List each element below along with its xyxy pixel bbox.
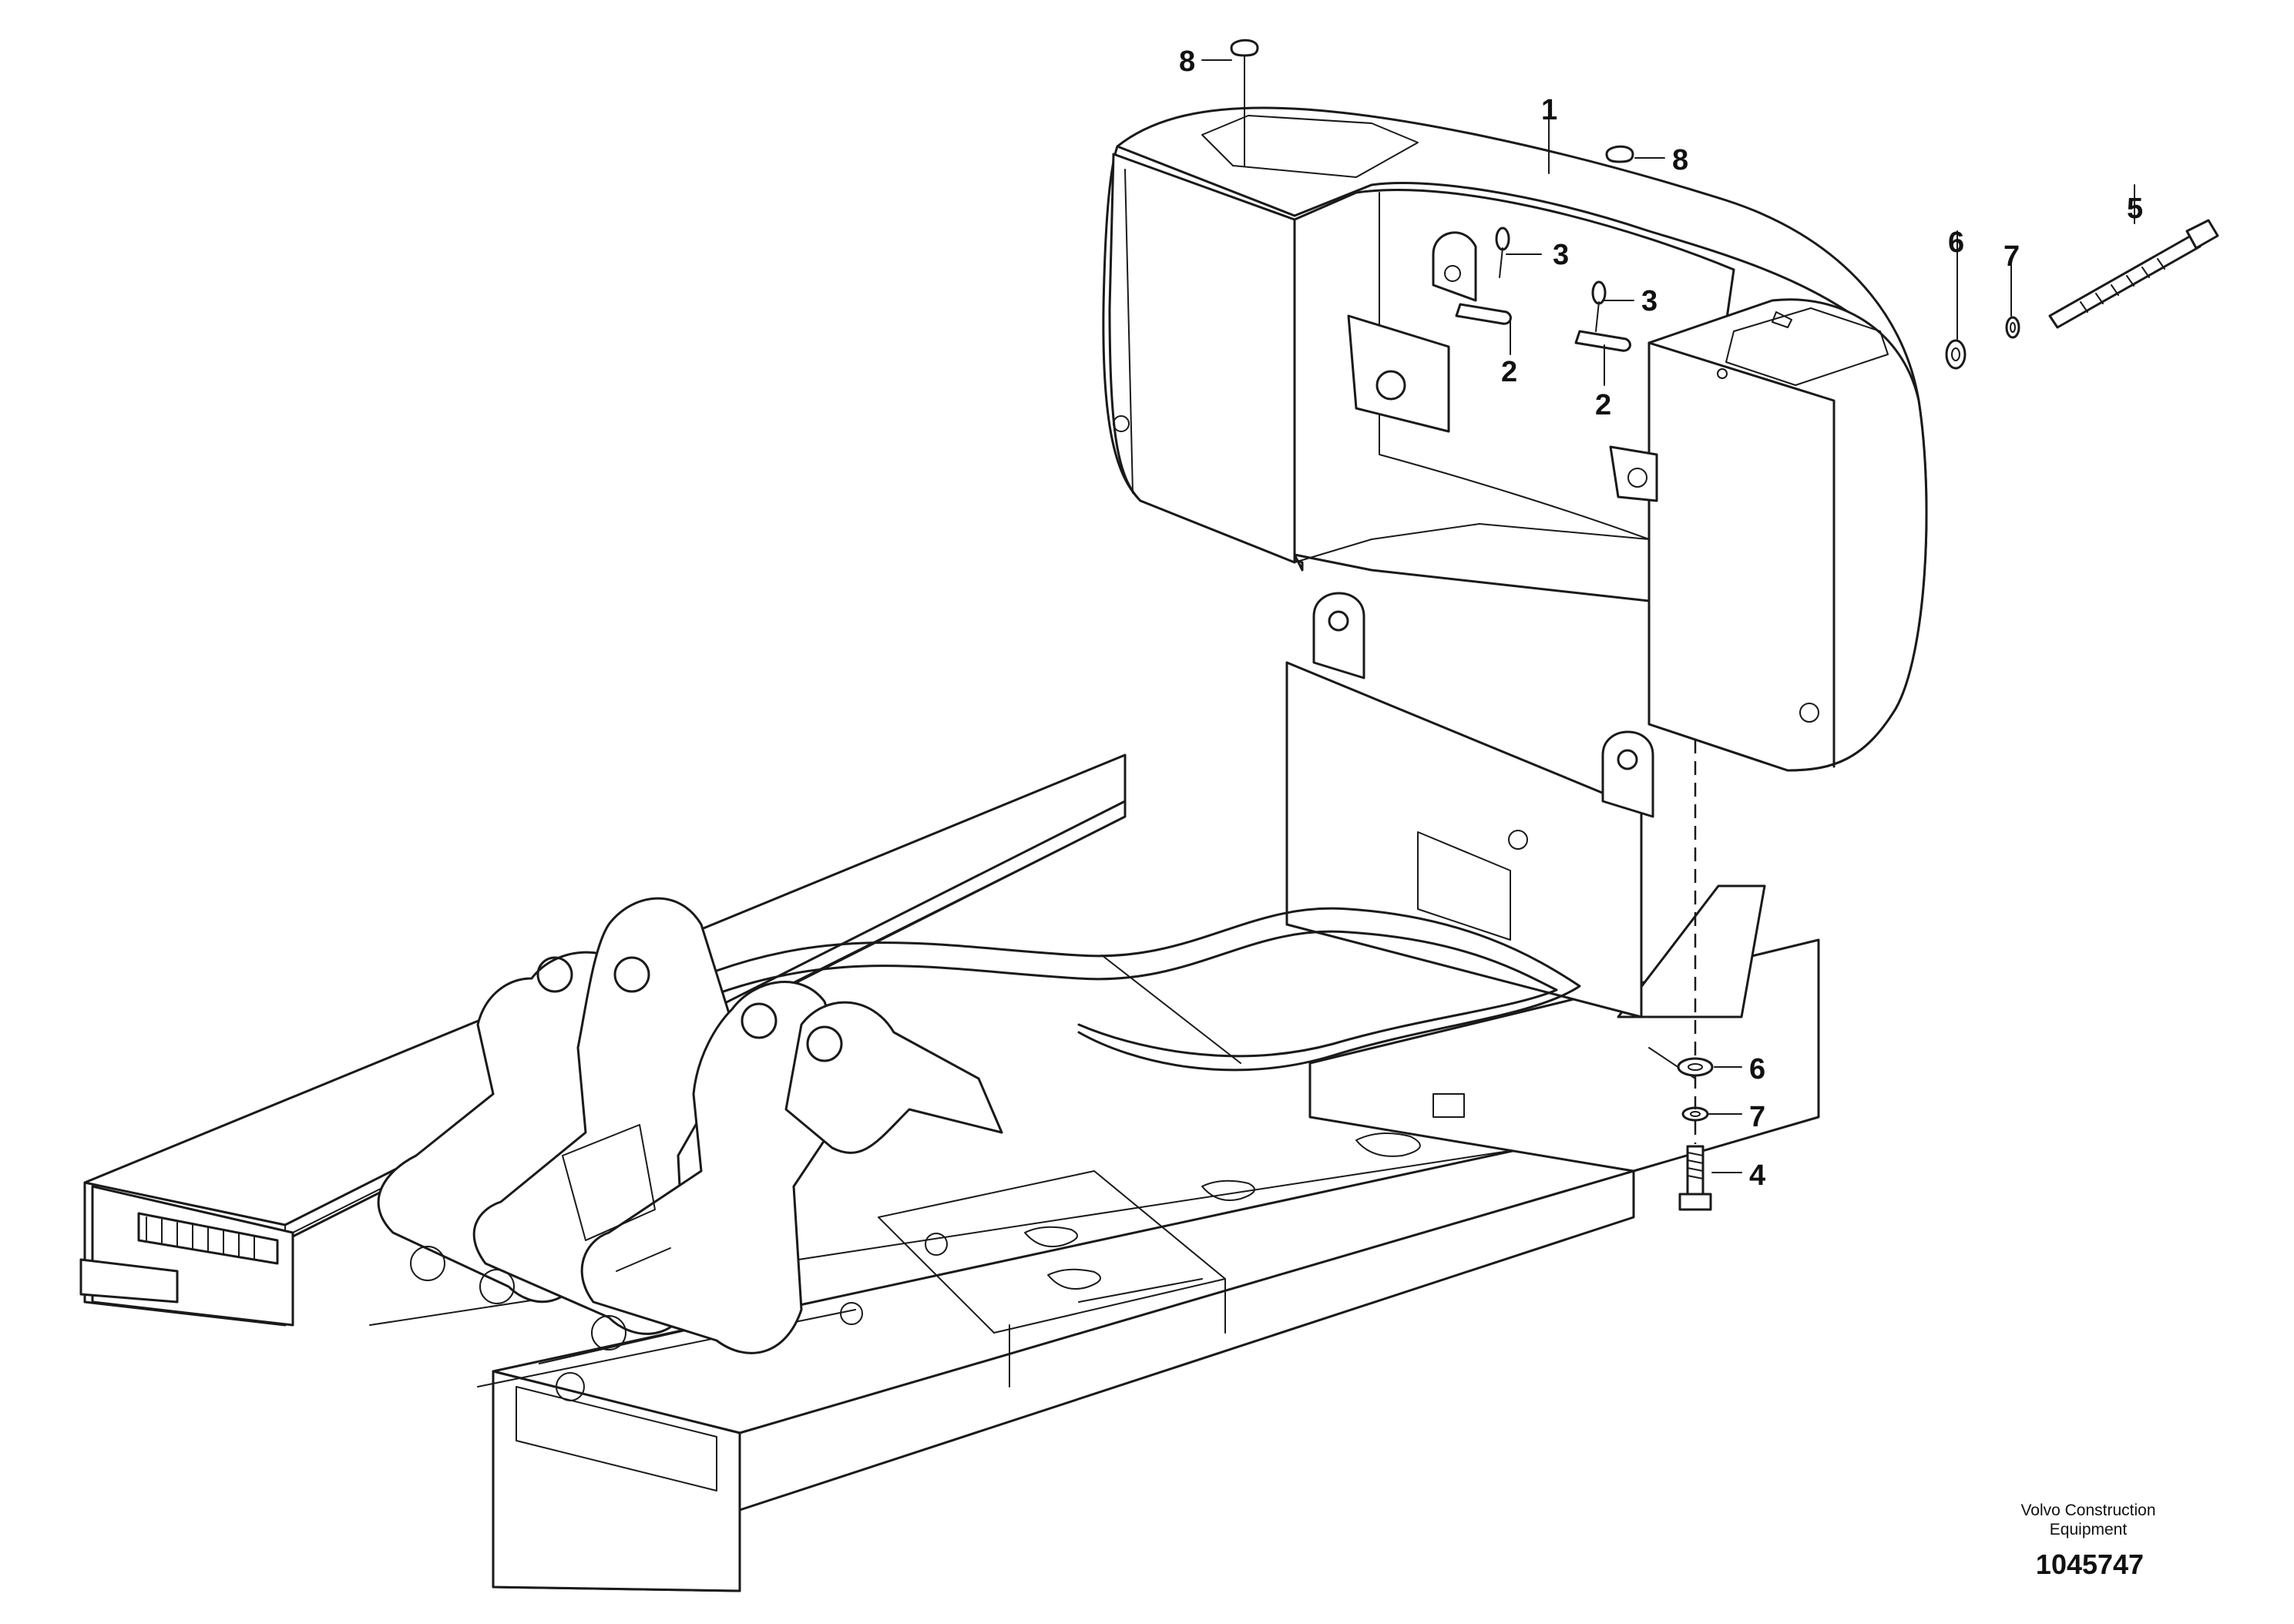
pin-2-right (1574, 330, 1631, 352)
callout-8b: 8 (1672, 144, 1688, 176)
lock-washer-7-lower (1681, 1106, 1709, 1122)
callout-3b: 3 (1641, 285, 1658, 317)
lock-washer-7-upper (2005, 316, 2020, 339)
callout-4: 4 (1749, 1159, 1765, 1192)
callout-labels: 8 1 8 3 3 2 2 5 6 7 6 7 4 (1179, 45, 2143, 1192)
callout-2a: 2 (1501, 356, 1517, 388)
boom-foot-brackets (377, 592, 1654, 1401)
callout-7a: 7 (2003, 240, 2020, 273)
washer-6-lower (1677, 1057, 1714, 1077)
publisher-name: Volvo Construction (2020, 1502, 2155, 1519)
callout-1: 1 (1541, 94, 1557, 126)
publisher-subtitle: Equipment (2050, 1521, 2128, 1538)
hardware (1230, 39, 2219, 1211)
leader-lines (1201, 55, 2135, 1173)
callout-6a: 6 (1948, 226, 1964, 259)
plug-cap-8-left (1230, 39, 1259, 57)
callout-7b: 7 (1749, 1101, 1765, 1133)
callout-8a: 8 (1179, 45, 1195, 78)
washer-6-upper (1945, 339, 1967, 370)
callout-5: 5 (2127, 193, 2143, 225)
callout-2b: 2 (1595, 389, 1611, 421)
drawing-credit: Volvo Construction Equipment 1045747 (2020, 1502, 2155, 1580)
bolt-5 (2048, 233, 2202, 329)
callout-3a: 3 (1553, 239, 1569, 271)
callout-6b: 6 (1749, 1053, 1765, 1085)
counterweight (1102, 106, 1928, 772)
drawing-number: 1045747 (2036, 1549, 2144, 1580)
plug-cap-8-right (1605, 145, 1634, 163)
